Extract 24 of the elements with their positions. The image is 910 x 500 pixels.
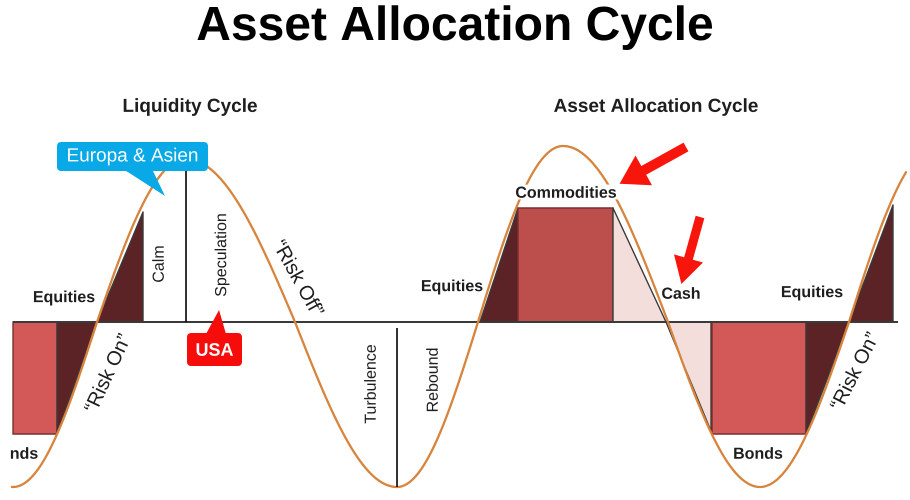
title: Asset Allocation Cycle — [197, 5, 712, 50]
bonds-block — [12, 321, 58, 435]
asset-label: Equities — [422, 280, 482, 294]
equities-wedge — [848, 204, 894, 323]
equities-wedge — [96, 211, 144, 323]
phase-label: Turbulence — [364, 345, 376, 424]
section-heading: Asset Allocation Cycle — [554, 98, 758, 116]
asset-label: Equities — [782, 286, 842, 300]
callout-bubble: USA — [187, 310, 242, 366]
asset-label: Bonds — [734, 447, 782, 459]
phase-label: Rebound — [426, 348, 438, 412]
section-heading: Liquidity Cycle — [124, 98, 257, 116]
asset-label: nds — [10, 447, 38, 459]
bonds-block — [711, 321, 807, 435]
phase-label: “Risk Off” — [276, 239, 325, 312]
asset-label: Cash — [662, 287, 700, 299]
asset-label: Equities — [34, 290, 94, 306]
cash-wedge — [665, 321, 712, 432]
commodities-block — [517, 207, 614, 323]
phase-label: “Risk On” — [84, 332, 128, 410]
phase-label: “Risk On” — [830, 331, 876, 407]
phase-label: Speculation — [214, 214, 230, 296]
asset-label: Commodities — [514, 184, 618, 200]
callout-bubble: Europa & Asien — [57, 142, 208, 196]
